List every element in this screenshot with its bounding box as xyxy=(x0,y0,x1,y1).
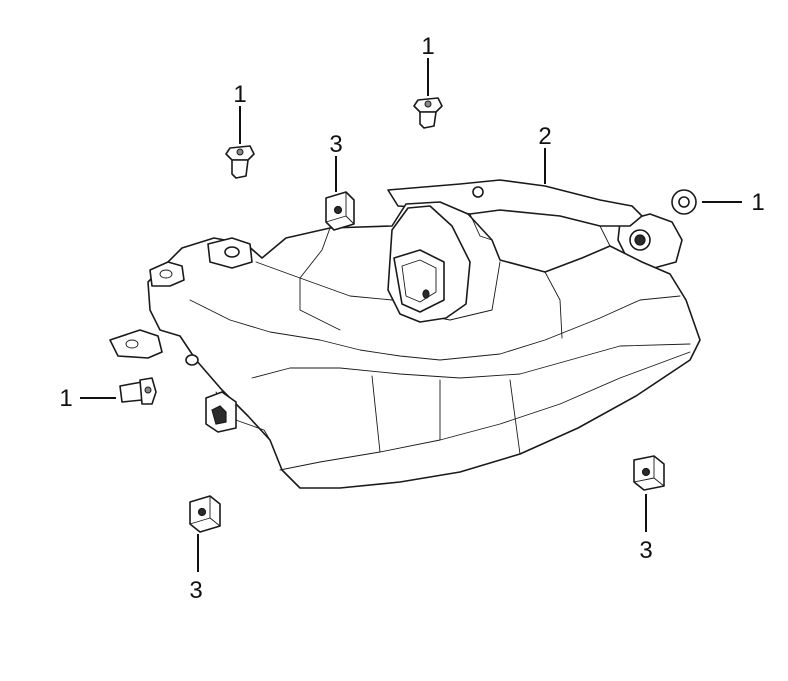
callout-1-left: 1 xyxy=(59,385,72,412)
callout-1-upper-left: 1 xyxy=(233,81,246,108)
screw-1-upper-left xyxy=(225,145,255,179)
clip-nut-3-lower-right xyxy=(633,455,665,491)
screw-1-left xyxy=(119,377,157,405)
callout-1-top: 1 xyxy=(421,33,434,60)
cover-bracket-part xyxy=(109,179,701,489)
clip-nut-3-top xyxy=(325,191,355,231)
callout-2: 2 xyxy=(538,123,551,150)
screw-1-top xyxy=(413,97,443,129)
clip-nut-3-lower-left xyxy=(189,495,221,533)
callout-3-top: 3 xyxy=(329,131,342,158)
washer-1-right xyxy=(671,189,697,215)
callout-1-right: 1 xyxy=(751,189,764,216)
callout-3-lower-left: 3 xyxy=(189,577,202,604)
callout-3-lower-right: 3 xyxy=(639,537,652,564)
